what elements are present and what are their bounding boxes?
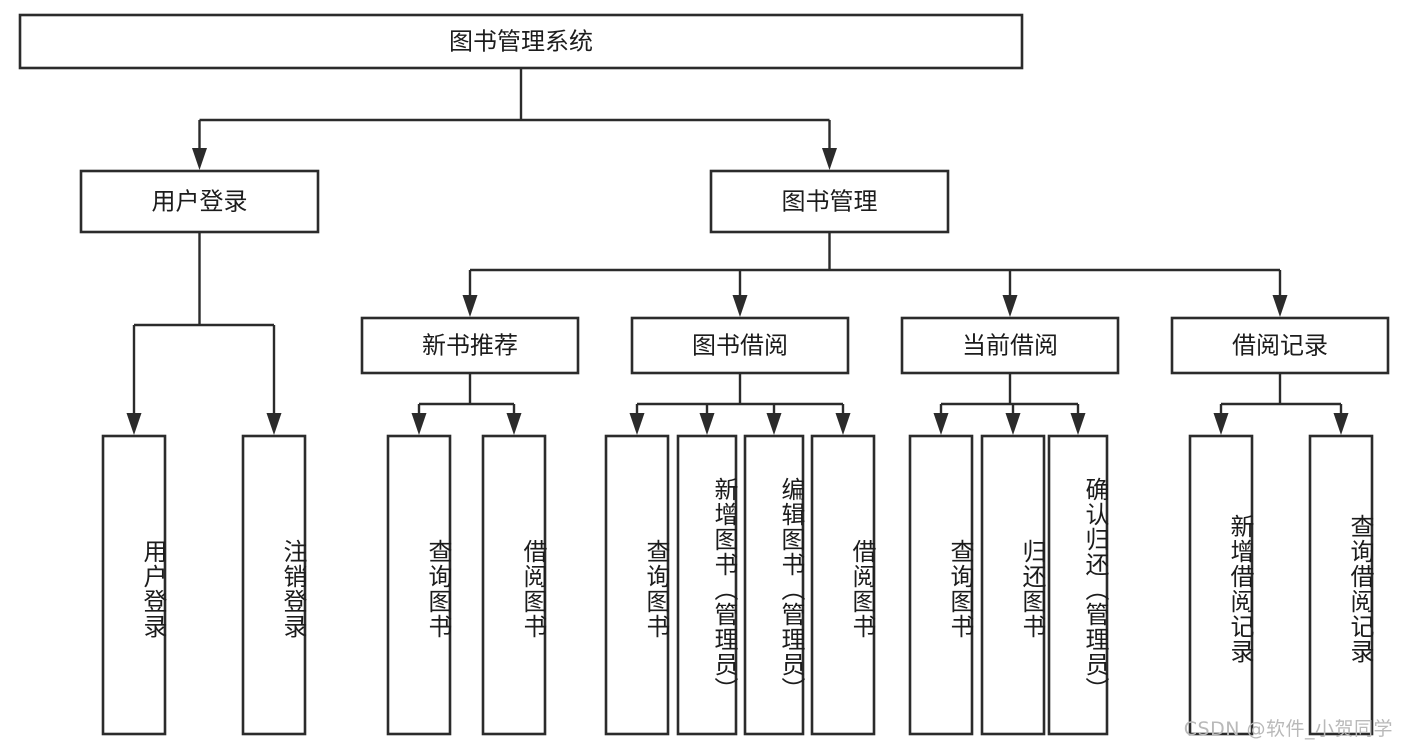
connector-arrowhead (506, 413, 522, 435)
node-leaf-query-record[interactable] (1308, 434, 1374, 736)
node-leaf-add-record[interactable] (1188, 434, 1254, 736)
connector-arrowhead (732, 295, 748, 317)
node-box[interactable] (360, 316, 580, 375)
node-box[interactable] (1188, 434, 1254, 736)
node-box[interactable] (908, 434, 974, 736)
node-new-book-rec[interactable] (360, 316, 580, 375)
node-label: 图书借阅 (692, 332, 788, 360)
connector-arrowhead (462, 295, 478, 317)
connector-arrowhead (411, 413, 427, 435)
node-box[interactable] (743, 434, 805, 736)
connector-arrowhead (1333, 413, 1349, 435)
node-box[interactable] (241, 434, 307, 736)
connector-arrowhead (699, 413, 715, 435)
node-box[interactable] (630, 316, 850, 375)
node-current-borrow[interactable] (900, 316, 1120, 375)
connector-arrowhead (1213, 413, 1229, 435)
node-box[interactable] (900, 316, 1120, 375)
node-leaf-edit-book[interactable] (743, 434, 805, 736)
node-leaf-user-login[interactable] (101, 434, 167, 736)
node-box[interactable] (810, 434, 876, 736)
connector-arrowhead (192, 148, 207, 170)
node-box[interactable] (1308, 434, 1374, 736)
node-book-manage[interactable] (709, 169, 950, 234)
connector-arrowhead (822, 148, 837, 170)
node-leaf-user-logout[interactable] (241, 434, 307, 736)
node-root-system[interactable] (18, 13, 1024, 70)
connector-arrowhead (933, 413, 949, 435)
node-box[interactable] (676, 434, 738, 736)
node-box[interactable] (604, 434, 670, 736)
node-label: 用户登录 (152, 188, 248, 216)
node-leaf-query-book-1[interactable] (386, 434, 452, 736)
connector-arrowhead (766, 413, 782, 435)
node-box[interactable] (1170, 316, 1390, 375)
node-box[interactable] (101, 434, 167, 736)
node-label: 新书推荐 (422, 332, 518, 360)
connector-arrowhead (629, 413, 645, 435)
node-leaf-borrow-book-1[interactable] (481, 434, 547, 736)
connector-arrowhead (835, 413, 851, 435)
node-box[interactable] (18, 13, 1024, 70)
node-label: 图书管理系统 (449, 28, 593, 56)
node-leaf-query-book-3[interactable] (908, 434, 974, 736)
node-box[interactable] (481, 434, 547, 736)
connector-arrowhead (266, 413, 282, 435)
node-leaf-query-book-2[interactable] (604, 434, 670, 736)
connector-arrowhead (1272, 295, 1288, 317)
node-leaf-add-book[interactable] (676, 434, 738, 736)
node-leaf-confirm-return[interactable] (1047, 434, 1109, 736)
connector-edges (126, 68, 1349, 435)
node-label: 当前借阅 (962, 332, 1058, 360)
node-label: 借阅记录 (1232, 332, 1328, 360)
watermark-text: CSDN @软件_小贺同学 (1183, 718, 1393, 740)
node-box[interactable] (980, 434, 1046, 736)
node-borrow-record[interactable] (1170, 316, 1390, 375)
node-box[interactable] (1047, 434, 1109, 736)
node-box[interactable] (709, 169, 950, 234)
connector-arrowhead (1002, 295, 1018, 317)
node-label: 图书管理 (782, 188, 878, 216)
connector-arrowhead (1070, 413, 1086, 435)
node-box[interactable] (79, 169, 320, 234)
connector-arrowhead (1005, 413, 1021, 435)
node-book-borrow[interactable] (630, 316, 850, 375)
node-box[interactable] (386, 434, 452, 736)
node-user-login[interactable] (79, 169, 320, 234)
node-leaf-return-book[interactable] (980, 434, 1046, 736)
connector-arrowhead (126, 413, 142, 435)
node-leaf-borrow-book-2[interactable] (810, 434, 876, 736)
